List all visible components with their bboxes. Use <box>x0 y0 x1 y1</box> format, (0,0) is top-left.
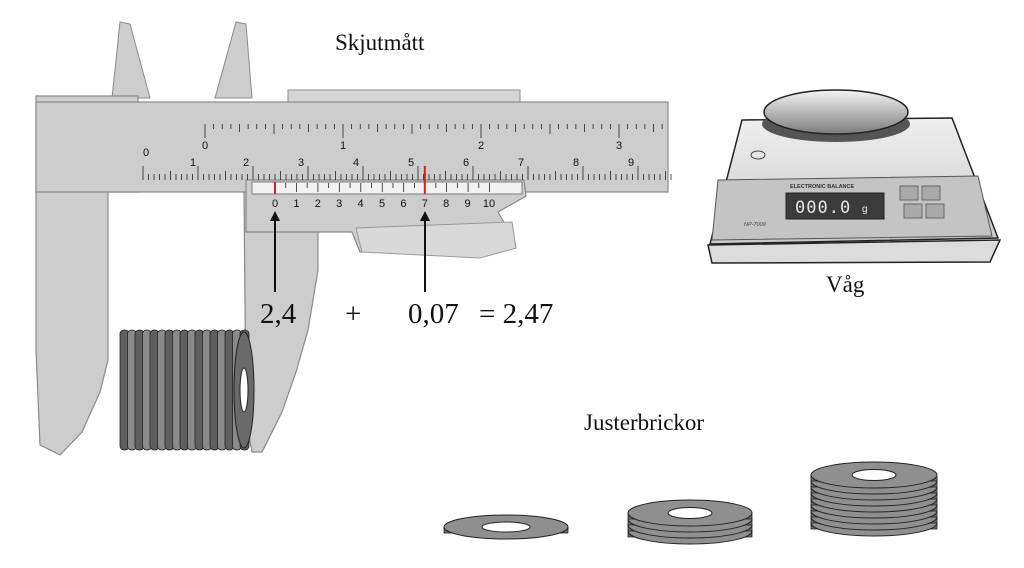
clamped-shim-stack <box>119 329 255 451</box>
plus-sign: + <box>345 298 362 330</box>
cm-label: 8 <box>573 157 579 169</box>
level-bubble <box>750 150 766 160</box>
vernier-label: 3 <box>336 198 342 210</box>
balance-brand: ELECTRONIC BALANCE <box>790 184 854 190</box>
balance-display: 000.0 <box>795 198 851 218</box>
balance-unit: g <box>862 204 868 215</box>
balance-key <box>921 185 941 201</box>
vernier-label: 2 <box>315 198 321 210</box>
cm-label: 4 <box>353 157 359 169</box>
inch-label: 3 <box>616 140 622 152</box>
cm-label: 9 <box>628 157 634 169</box>
thumb-grip <box>355 221 517 259</box>
balance-key <box>903 203 923 219</box>
inch-scale-ticks <box>204 124 663 138</box>
vernier-label: 10 <box>483 198 495 210</box>
adjustment-shims <box>443 461 938 545</box>
vernier-label: 9 <box>465 198 471 210</box>
inch-label: 0 <box>202 140 208 152</box>
shims-label: Justerbrickor <box>584 410 705 435</box>
cm-label: 5 <box>408 157 414 169</box>
vernier-scale-ticks <box>274 183 490 192</box>
vernier-label: 4 <box>358 198 364 210</box>
vernier-label: 7 <box>422 198 428 210</box>
shim-hole <box>851 469 897 481</box>
balance-model: NP-7000 <box>744 222 767 228</box>
caliper-label: Skjutmått <box>335 30 425 55</box>
cm-scale-ticks <box>142 166 672 180</box>
vernier-label: 8 <box>443 198 449 210</box>
upper-jaw-sliding <box>214 21 253 99</box>
vernier-label: 6 <box>400 198 406 210</box>
balance-key <box>899 185 919 201</box>
electronic-balance: 000.0 g ELECTRONIC BALANCE NP-7000 <box>707 89 1002 264</box>
vernier-label: 0 <box>272 198 278 210</box>
cm-label: 0 <box>143 147 149 159</box>
balance-display-window <box>785 192 885 220</box>
vernier-label: 5 <box>379 198 385 210</box>
cm-label: 6 <box>463 157 469 169</box>
balance-base <box>707 239 1002 264</box>
vernier-window <box>251 181 523 195</box>
scale-label: Våg <box>826 272 865 297</box>
inch-label: 1 <box>340 140 346 152</box>
main-scale-reading: 2,4 <box>260 298 297 330</box>
vernier-caliper: 0 1 2 3 4 5 6 7 8 9 0 1 2 3 0 1 2 3 4 5 … <box>35 21 672 456</box>
result-reading: = 2,47 <box>479 298 554 330</box>
cm-label: 3 <box>298 157 304 169</box>
vernier-reading: 0,07 <box>408 298 459 330</box>
cm-label: 2 <box>243 157 249 169</box>
cm-label: 7 <box>518 157 524 169</box>
clamped-shim-hole <box>239 367 249 413</box>
inch-label: 2 <box>478 140 484 152</box>
balance-pan <box>763 89 909 135</box>
upper-jaw-fixed <box>111 21 151 99</box>
vernier-label: 1 <box>293 198 299 210</box>
balance-key <box>925 203 945 219</box>
shim-hole <box>667 507 713 519</box>
shim-hole <box>481 521 531 533</box>
cm-label: 1 <box>190 157 196 169</box>
